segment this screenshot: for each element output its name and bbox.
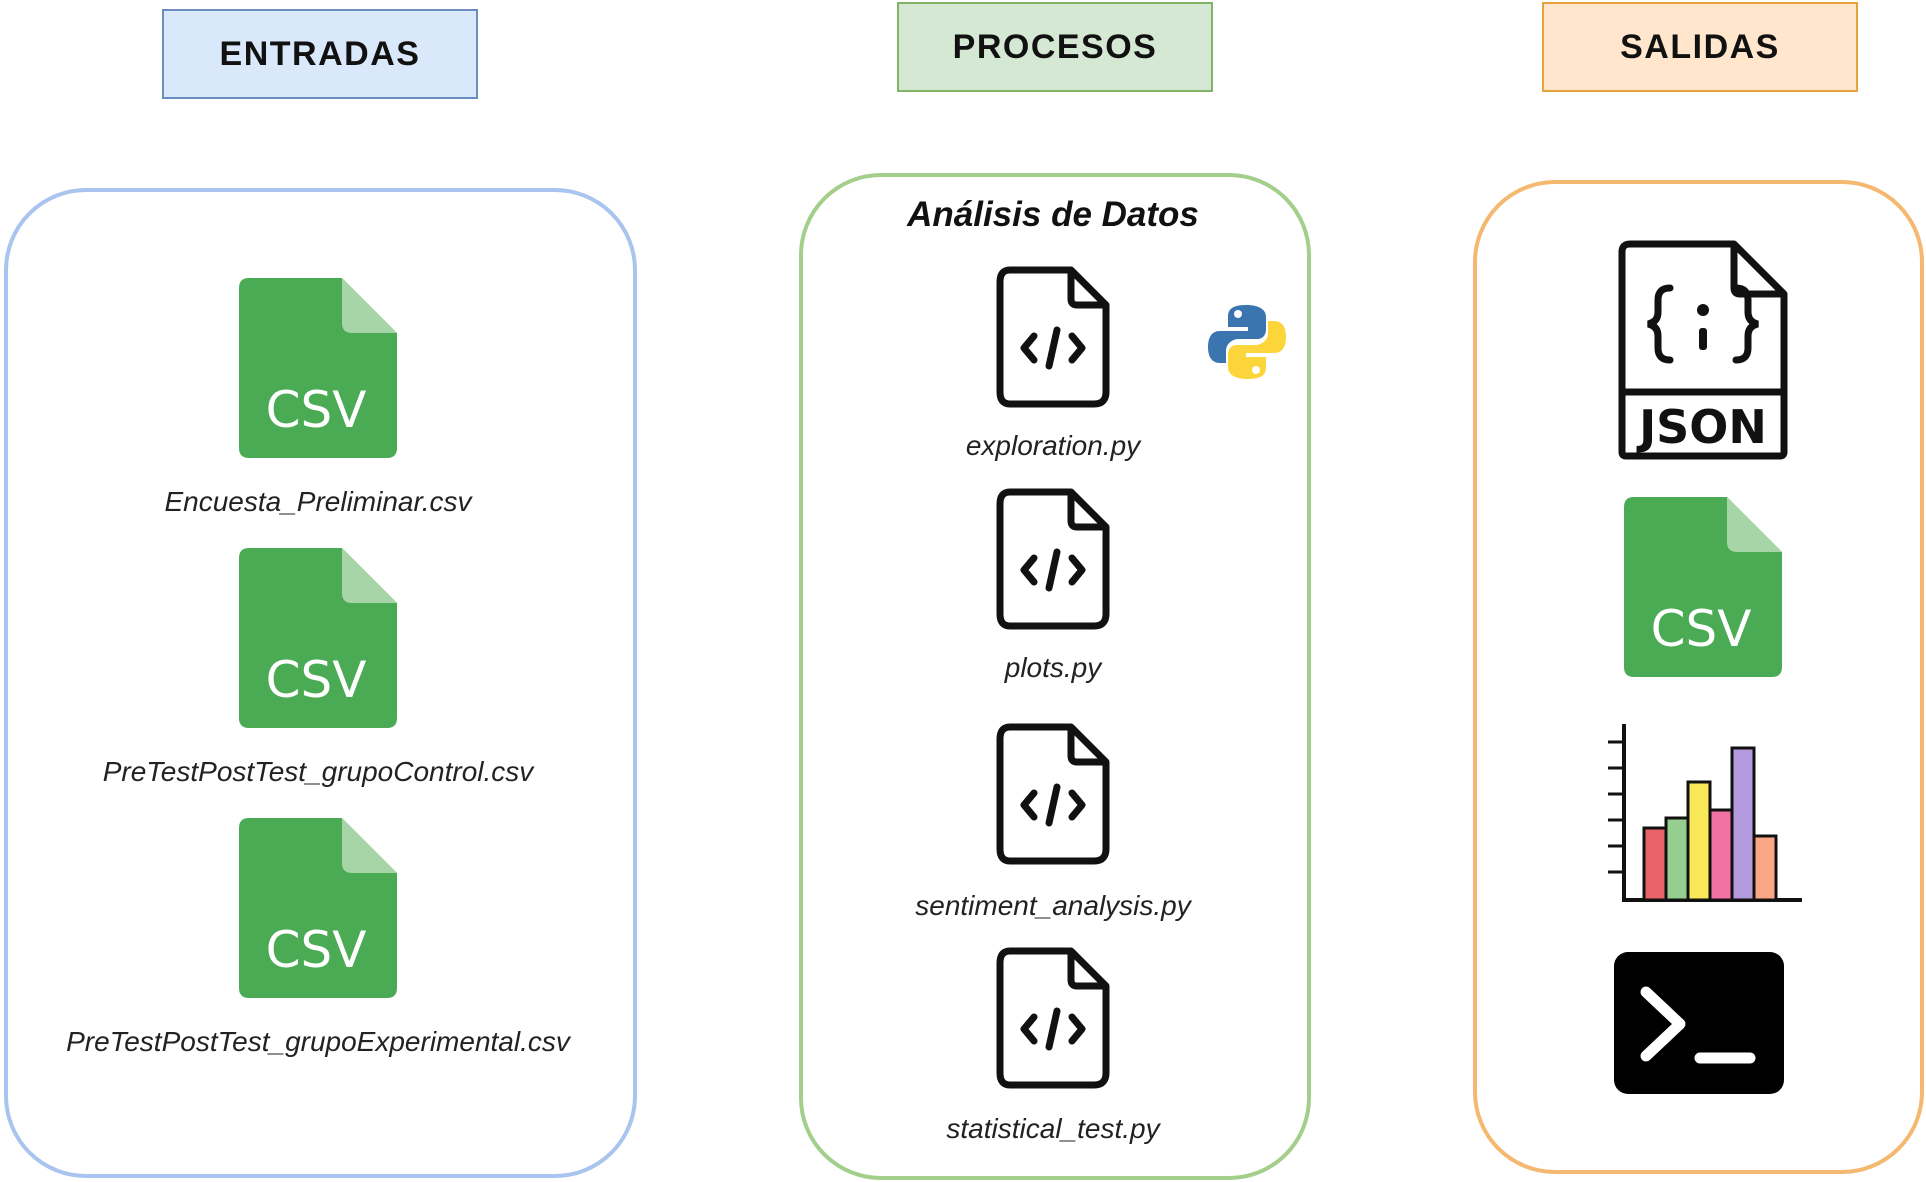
entradas-header: ENTRADAS [162,9,478,99]
outputs-panel [1473,180,1924,1174]
csv-file-icon: CSV [239,278,397,458]
python-logo-icon [1208,303,1286,381]
json-file-icon: JSON [1618,240,1788,460]
script-label: statistical_test.py [946,1113,1160,1144]
bar-chart-icon [1604,722,1804,904]
csv-file-icon: CSV [239,818,397,998]
salidas-header: SALIDAS [1542,2,1858,92]
json-icon-text: JSON [1636,400,1767,454]
csv-icon-text: CSV [1651,600,1752,658]
input-file-label: PreTestPostTest_grupoControl.csv [102,756,534,787]
terminal-icon [1614,952,1784,1094]
processes-title: Análisis de Datos [907,195,1199,234]
entradas-header-label: ENTRADAS [219,34,421,73]
code-file-icon [996,488,1110,630]
csv-icon-text: CSV [266,651,367,709]
code-file-icon [996,723,1110,865]
procesos-header: PROCESOS [897,2,1213,92]
csv-icon-text: CSV [266,921,367,979]
salidas-header-label: SALIDAS [1620,27,1780,66]
input-file-label: Encuesta_Preliminar.csv [164,486,472,517]
script-label: plots.py [1004,652,1102,683]
script-label: exploration.py [965,430,1141,461]
code-file-icon [996,266,1110,408]
csv-file-icon: CSV [239,548,397,728]
script-label: sentiment_analysis.py [915,890,1191,921]
csv-file-icon: CSV [1624,497,1782,677]
input-file-label: PreTestPostTest_grupoExperimental.csv [66,1026,570,1057]
csv-icon-text: CSV [266,381,367,439]
procesos-header-label: PROCESOS [952,27,1158,66]
code-file-icon [996,947,1110,1089]
